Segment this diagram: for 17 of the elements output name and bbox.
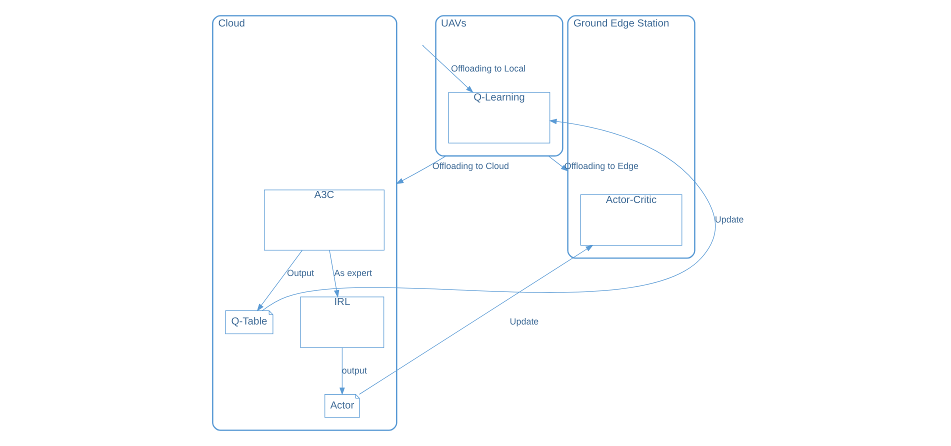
arrow xyxy=(422,45,474,94)
edge-label: Offloading to Cloud xyxy=(432,160,510,171)
arrow xyxy=(262,118,716,311)
arrow xyxy=(256,250,302,312)
node-box: Actor-Critic xyxy=(580,194,682,246)
arrow xyxy=(359,244,594,395)
edge-label: As expert xyxy=(334,268,372,278)
arrow xyxy=(329,250,340,298)
edge-label: Offloading to Local xyxy=(451,63,526,74)
edge-label: Update xyxy=(510,316,539,327)
node-box: Q-Learning xyxy=(448,92,550,144)
node-box: A3C xyxy=(264,190,384,250)
node-box: IRL xyxy=(300,296,384,348)
arrow xyxy=(339,347,345,396)
edge-label: Output xyxy=(287,268,314,278)
arrow xyxy=(396,156,446,184)
edge-label: Update xyxy=(714,214,744,224)
